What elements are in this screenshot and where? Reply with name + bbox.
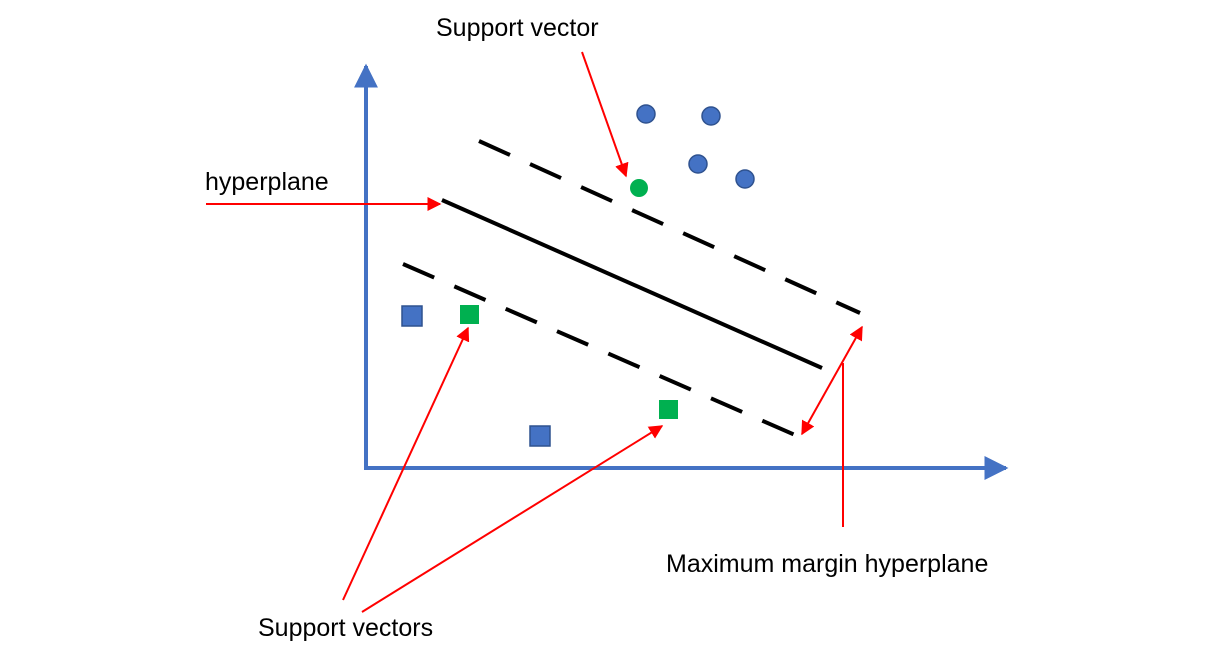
upper-margin-line	[478, 139, 861, 315]
support-vector-square	[460, 305, 479, 324]
support-vector-circle	[630, 179, 648, 197]
support-vectors-arrow-right	[361, 425, 664, 613]
class-b-points	[401, 305, 678, 447]
labels: Support vector hyperplane Maximum margin…	[205, 14, 988, 642]
support-vector-arrow	[581, 51, 629, 178]
hyperplane-line	[441, 198, 823, 370]
support-vectors-label: Support vectors	[258, 614, 433, 642]
maximum-margin-hyperplane-label: Maximum margin hyperplane	[666, 550, 988, 578]
support-vector-square	[659, 400, 678, 419]
support-vectors-arrow-left	[342, 326, 470, 601]
margin-width-arrow	[801, 325, 863, 436]
annotation-arrows	[206, 51, 863, 613]
circle-point	[701, 106, 721, 126]
lower-margin-line	[402, 262, 796, 437]
separating-lines	[402, 139, 861, 437]
support-vector-label: Support vector	[436, 14, 599, 42]
square-point	[529, 425, 551, 447]
square-point	[401, 305, 423, 327]
circle-point	[636, 104, 656, 124]
hyperplane-label: hyperplane	[205, 168, 329, 196]
class-a-points	[630, 104, 755, 197]
circle-point	[688, 154, 708, 174]
circle-point	[735, 169, 755, 189]
axes	[354, 63, 1009, 480]
